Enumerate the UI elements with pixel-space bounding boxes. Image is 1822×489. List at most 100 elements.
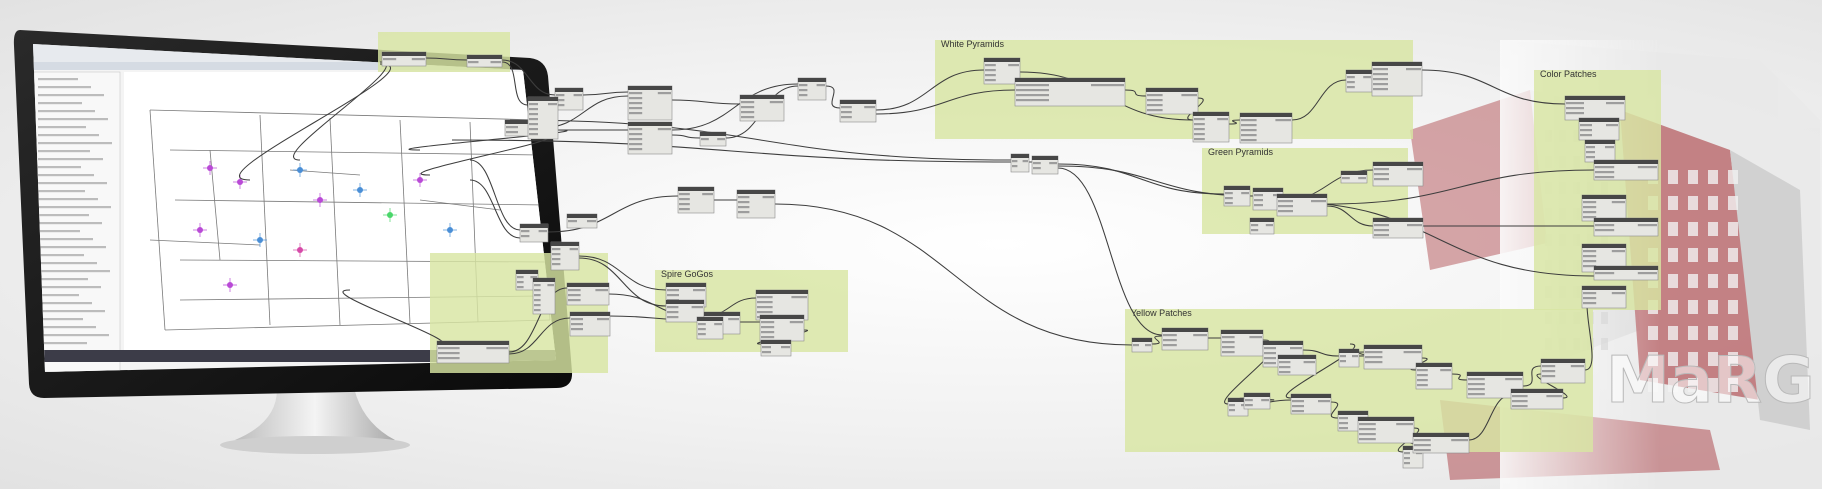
output-port[interactable] [547,284,554,287]
input-port[interactable] [1254,204,1263,207]
input-port[interactable] [762,346,771,349]
input-port[interactable] [1542,375,1556,378]
input-port[interactable] [1339,427,1348,430]
input-port[interactable] [1012,160,1018,163]
output-port[interactable] [1145,344,1151,347]
output-port[interactable] [1406,68,1421,71]
output-port[interactable] [1091,84,1124,87]
input-port[interactable] [1264,347,1276,350]
input-port[interactable] [1417,374,1428,377]
dynamo-node[interactable] [515,269,539,291]
input-port[interactable] [1292,410,1304,413]
output-port[interactable] [1193,334,1207,337]
dynamo-node[interactable] [1363,344,1423,370]
dynamo-node[interactable] [736,189,776,219]
input-port[interactable] [534,294,541,297]
input-port[interactable] [1374,168,1389,171]
input-port[interactable] [556,99,565,102]
input-port[interactable] [761,331,775,334]
input-port[interactable] [1245,399,1253,402]
input-port[interactable] [1278,210,1293,213]
input-port[interactable] [762,351,771,354]
input-port[interactable] [1225,192,1233,195]
input-port[interactable] [741,106,755,109]
output-port[interactable] [1407,224,1422,227]
input-port[interactable] [1147,94,1163,97]
input-port[interactable] [1264,362,1276,365]
input-port[interactable] [1580,134,1592,137]
input-port[interactable] [1251,229,1259,232]
input-port[interactable] [679,208,690,211]
output-port[interactable] [1637,224,1657,227]
dynamo-node[interactable] [1192,111,1230,143]
input-port[interactable] [1373,88,1388,91]
input-port[interactable] [529,108,538,111]
input-port[interactable] [1566,107,1584,110]
output-port[interactable] [1546,395,1562,398]
output-port[interactable] [1261,399,1269,402]
output-port[interactable] [1611,201,1625,204]
input-port[interactable] [667,289,679,292]
input-port[interactable] [1194,133,1205,136]
input-port[interactable] [1512,405,1528,408]
input-port[interactable] [1222,336,1235,339]
input-port[interactable] [1468,393,1485,396]
dynamo-node[interactable] [1239,112,1293,144]
input-port[interactable] [1359,433,1376,436]
input-port[interactable] [1347,81,1355,84]
input-port[interactable] [1229,409,1235,412]
input-port[interactable] [629,148,643,151]
input-port[interactable] [1222,346,1235,349]
output-port[interactable] [769,101,783,104]
input-port[interactable] [1583,250,1597,253]
input-port[interactable] [1365,361,1383,364]
input-port[interactable] [571,328,583,331]
input-port[interactable] [1374,229,1389,232]
input-port[interactable] [1194,118,1205,121]
input-port[interactable] [1241,129,1257,132]
input-port[interactable] [1163,344,1177,347]
dynamo-node[interactable] [1510,388,1564,410]
dynamo-node[interactable] [1145,87,1199,115]
output-port[interactable] [657,92,671,95]
dynamo-node[interactable] [1372,217,1424,239]
input-port[interactable] [1373,78,1388,81]
dynamo-node[interactable] [1243,392,1271,410]
input-port[interactable] [571,323,583,326]
input-port[interactable] [521,235,530,238]
input-port[interactable] [534,299,541,302]
dynamo-node[interactable] [983,57,1021,85]
input-port[interactable] [698,333,706,336]
input-port[interactable] [1292,400,1304,403]
input-port[interactable] [741,116,755,119]
input-port[interactable] [517,286,524,289]
output-port[interactable] [1181,94,1197,97]
input-port[interactable] [1359,428,1376,431]
output-port[interactable] [1407,168,1422,171]
input-port[interactable] [679,198,690,201]
dynamo-node[interactable] [466,54,503,68]
output-port[interactable] [714,323,722,326]
input-port[interactable] [741,101,755,104]
output-port[interactable] [1606,102,1624,105]
dynamo-node[interactable] [1276,193,1328,217]
input-port[interactable] [1586,151,1595,154]
input-port[interactable] [1229,404,1235,407]
output-port[interactable] [538,230,547,233]
input-port[interactable] [1512,395,1528,398]
input-port[interactable] [1347,76,1355,79]
input-port[interactable] [552,248,561,251]
input-port[interactable] [534,309,541,312]
input-port[interactable] [571,318,583,321]
dynamo-node[interactable] [1578,117,1620,141]
input-port[interactable] [1342,177,1350,180]
output-port[interactable] [1505,378,1522,381]
input-port[interactable] [985,79,996,82]
input-port[interactable] [701,138,709,141]
input-port[interactable] [529,118,538,121]
input-port[interactable] [1147,99,1163,102]
input-port[interactable] [1583,211,1597,214]
dynamo-node[interactable] [1010,153,1030,173]
input-port[interactable] [1278,200,1293,203]
output-port[interactable] [530,276,537,279]
